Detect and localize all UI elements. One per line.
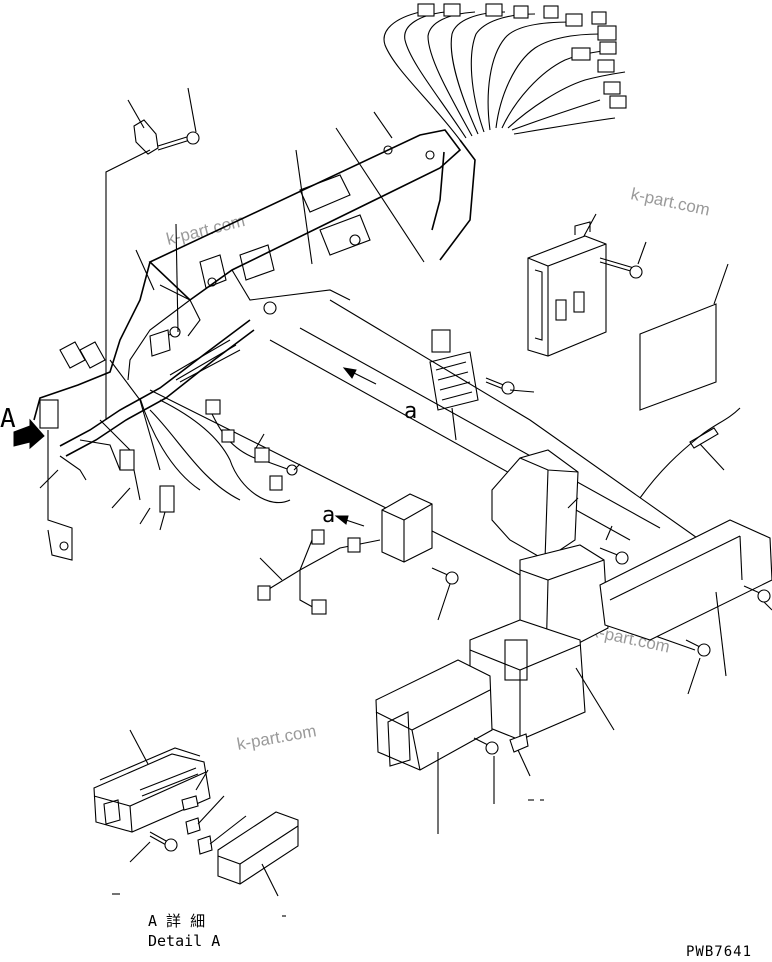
antenna-cable — [639, 407, 741, 499]
clip-small — [509, 733, 529, 753]
detail-a-clips — [181, 795, 213, 855]
detail-a-leaders — [112, 729, 286, 917]
branch-harness — [257, 529, 381, 615]
drawing-number: PWB7641 — [686, 944, 752, 960]
detail-caption-en: Detail A — [148, 932, 220, 950]
section-label-upper: a — [404, 399, 417, 424]
duct-assembly — [375, 449, 772, 771]
leader-lines — [39, 87, 772, 834]
bolt-resistor — [485, 377, 515, 395]
label-sheet — [639, 303, 717, 411]
left-harness — [39, 319, 291, 561]
detail-a-connector-block — [93, 747, 211, 833]
bolt-duct-3 — [685, 639, 711, 657]
bolt-controller — [599, 257, 643, 279]
control-module — [381, 493, 433, 563]
view-arrow-a — [13, 418, 45, 450]
watermark-4: k-part.com — [235, 721, 317, 754]
main-frame — [33, 129, 462, 421]
watermark-1: k-part.com — [629, 184, 711, 219]
bolt-module — [431, 567, 459, 585]
detail-a-bolt — [149, 831, 178, 852]
sensor-top-left — [105, 119, 200, 420]
section-label-lower: a — [322, 503, 335, 528]
bolt-duct-2 — [743, 585, 771, 603]
bolt-duct-4 — [473, 737, 499, 755]
wire-bundle-top — [383, 3, 627, 261]
view-label-a: A — [0, 404, 16, 434]
controller-box — [527, 221, 607, 357]
relay-left — [149, 329, 171, 357]
resistor-block — [429, 329, 479, 411]
section-arrow-upper — [342, 367, 377, 385]
bolt-duct-1 — [599, 547, 629, 565]
section-arrow-lower — [334, 515, 365, 527]
detail-caption-jp: A 詳 細 — [148, 912, 205, 930]
detail-a-cover — [217, 811, 299, 885]
bolt-left-1 — [267, 461, 298, 476]
